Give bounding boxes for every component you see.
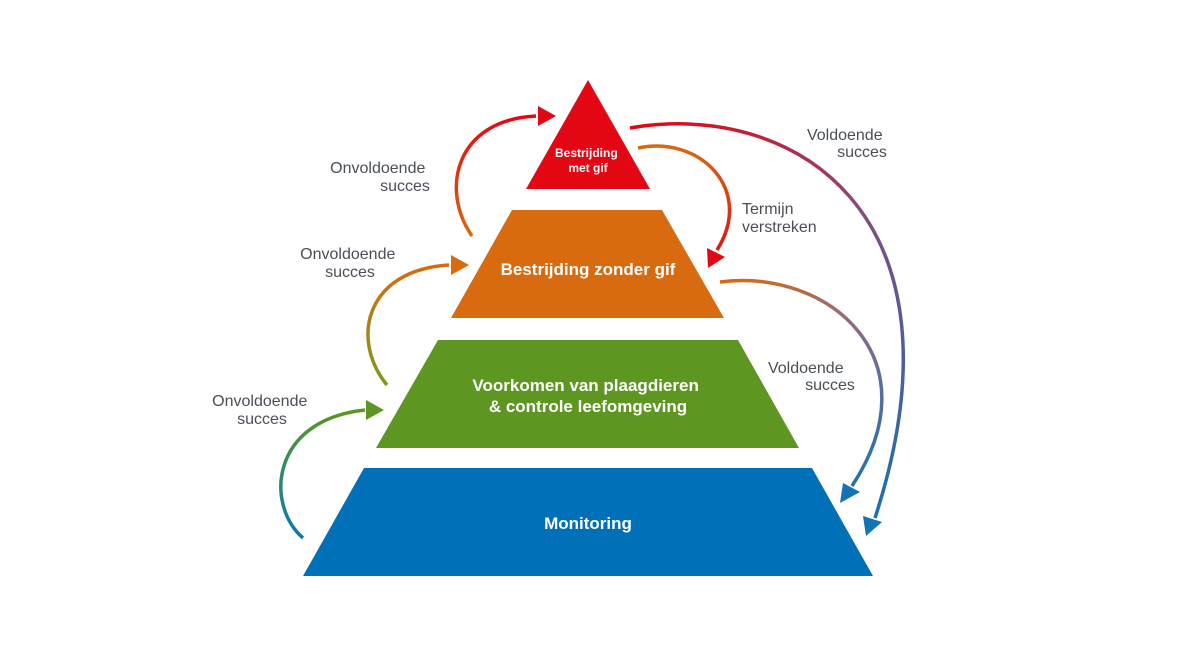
label-sufficient-mid: Voldoende succes: [768, 360, 855, 394]
label-sufficient-mid-line1: Voldoende: [768, 360, 844, 377]
arrow-sufficient-mid-head: [840, 483, 860, 503]
tier-second-shape: [451, 210, 724, 318]
arrow-sufficient-top: [629, 122, 905, 536]
arrow-insufficient-low-head: [366, 400, 384, 420]
label-insufficient-low-line2: succes: [237, 411, 287, 428]
tier-third-label: Voorkomen van plaagdieren & controle lee…: [472, 376, 703, 416]
label-insufficient-top-line2: succes: [380, 178, 430, 195]
label-sufficient-mid-line2: succes: [805, 377, 855, 394]
arrow-insufficient-mid-head: [451, 255, 469, 275]
tier-top-label: Bestrijding met gif: [555, 146, 621, 175]
arrow-term-expired: [637, 144, 732, 268]
label-term-expired-line1: Termijn: [742, 201, 794, 218]
arrow-sufficient-top-head: [863, 516, 882, 536]
label-insufficient-mid: Onvoldoende succes: [300, 246, 400, 281]
tier-bottom-shape: [303, 468, 873, 576]
label-insufficient-mid-line2: succes: [325, 264, 375, 281]
label-insufficient-low: Onvoldoende succes: [212, 393, 312, 428]
tier-second-label: Bestrijding zonder gif: [501, 260, 676, 279]
label-term-expired: Termijn verstreken: [742, 201, 817, 236]
label-insufficient-low-line1: Onvoldoende: [212, 393, 307, 410]
label-sufficient-top-line1: Voldoende: [807, 127, 883, 144]
tier-top-shape: [526, 80, 650, 189]
label-insufficient-top-line1: Onvoldoende: [330, 160, 425, 177]
label-sufficient-top: Voldoende succes: [807, 127, 887, 161]
tier-bottom-label: Monitoring: [544, 514, 632, 533]
label-term-expired-line2: verstreken: [742, 219, 817, 236]
label-sufficient-top-line2: succes: [837, 144, 887, 161]
arrow-term-expired-head: [707, 248, 725, 268]
arrow-insufficient-top: [454, 106, 556, 237]
arrow-insufficient-mid: [366, 255, 469, 387]
arrow-insufficient-top-head: [538, 106, 556, 126]
tier-third-shape: [376, 340, 799, 448]
tier-top-label-line1: Bestrijding: [555, 146, 618, 160]
label-insufficient-mid-line1: Onvoldoende: [300, 246, 395, 263]
tier-third-label-line2: & controle leefomgeving: [489, 397, 687, 416]
arrow-sufficient-mid: [719, 278, 884, 503]
tier-third-label-line1: Voorkomen van plaagdieren: [472, 376, 698, 395]
tier-top-label-line2: met gif: [568, 161, 608, 175]
label-insufficient-top: Onvoldoende succes: [330, 160, 430, 195]
arrow-insufficient-low: [279, 400, 384, 540]
